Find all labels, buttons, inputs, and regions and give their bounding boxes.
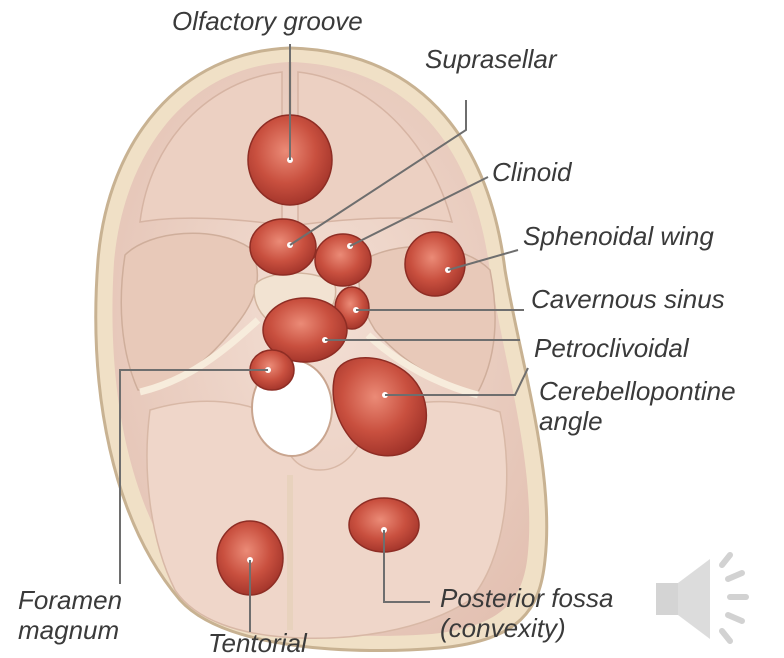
label-tentorial: Tentorial — [208, 628, 307, 658]
label-clinoid: Clinoid — [492, 157, 572, 187]
label-clinoid-text: Clinoid — [492, 157, 572, 187]
label-cerebellopontine-angle: Cerebellopontine angle — [539, 376, 736, 436]
speaker-cone — [678, 559, 710, 639]
label-posterior-fossa-convexity: Posterior fossa (convexity) — [440, 583, 613, 643]
label-cerebellopontine-line1: Cerebellopontine — [539, 376, 736, 406]
tumor-sphenoidal-wing — [405, 232, 465, 296]
label-foramen-line1: Foramen — [18, 585, 122, 615]
sound-waves — [722, 555, 746, 641]
speaker-body — [656, 583, 678, 615]
label-cerebellopontine-line2: angle — [539, 406, 736, 436]
label-olfactory-groove-text: Olfactory groove — [172, 6, 363, 36]
label-cavernous-sinus: Cavernous sinus — [531, 284, 725, 314]
speaker-icon[interactable] — [650, 545, 770, 650]
label-sphenoidal-wing-text: Sphenoidal wing — [523, 221, 714, 251]
label-suprasellar: Suprasellar — [425, 44, 557, 74]
label-sphenoidal-wing: Sphenoidal wing — [523, 221, 714, 251]
tumor-clinoid — [315, 234, 371, 286]
label-olfactory-groove: Olfactory groove — [172, 6, 363, 36]
label-suprasellar-text: Suprasellar — [425, 44, 557, 74]
label-foramen-line2: magnum — [18, 615, 122, 645]
label-posterior-line1: Posterior fossa — [440, 583, 613, 613]
label-foramen-magnum: Foramen magnum — [18, 585, 122, 645]
label-cavernous-sinus-text: Cavernous sinus — [531, 284, 725, 314]
label-petroclivoidal-text: Petroclivoidal — [534, 333, 689, 363]
label-tentorial-text: Tentorial — [208, 628, 307, 658]
tumor-suprasellar — [250, 219, 316, 275]
label-posterior-line2: (convexity) — [440, 613, 613, 643]
label-petroclivoidal: Petroclivoidal — [534, 333, 689, 363]
